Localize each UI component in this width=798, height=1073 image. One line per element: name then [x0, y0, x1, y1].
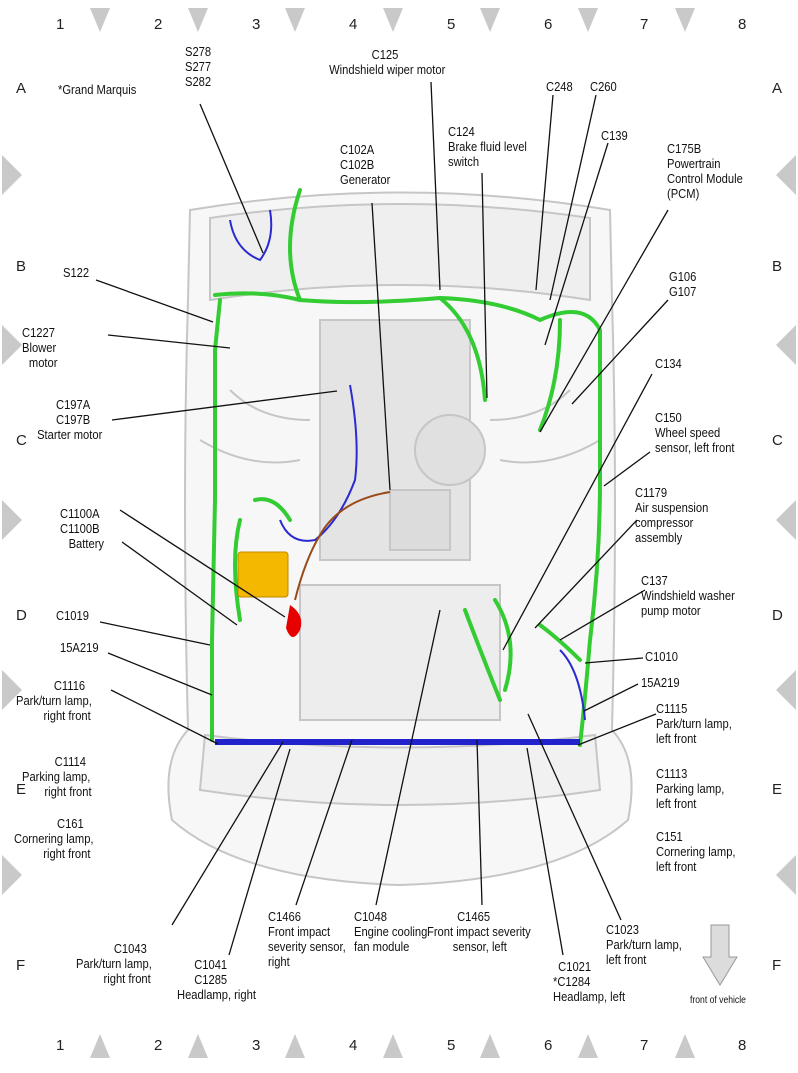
grid-col-4: 4: [349, 16, 358, 33]
grid-row-f: F: [16, 957, 26, 974]
leader-lines: [95, 81, 669, 956]
grid-row-e-right: E: [772, 781, 783, 798]
grid-row-c-right: C: [772, 432, 783, 449]
wiring-harness-blue-thin: [229, 209, 586, 721]
label-c260: C260: [590, 79, 617, 94]
label-15a219-left: 15A219: [641, 675, 680, 690]
battery-shape: [237, 551, 302, 638]
grid-col-6-bottom: 6: [544, 1037, 553, 1054]
grid-col-1-bottom: 1: [56, 1037, 65, 1054]
front-arrow-icon: [702, 924, 738, 986]
grid-row-b-right: B: [772, 258, 783, 275]
grid-row-f-right: F: [772, 957, 782, 974]
grand-marquis-note: *Grand Marquis: [58, 82, 137, 97]
grid-row-c: C: [16, 432, 27, 449]
grid-row-d-right: D: [772, 607, 783, 624]
grid-col-3-bottom: 3: [252, 1037, 261, 1054]
grid-col-8: 8: [738, 16, 747, 33]
grid-col-3: 3: [252, 16, 261, 33]
label-c134: C134: [655, 356, 682, 371]
grid-arrows-right: [776, 155, 796, 895]
grid-col-2-bottom: 2: [154, 1037, 163, 1054]
grid-col-1: 1: [56, 16, 65, 33]
grid-row-e: E: [16, 781, 27, 798]
grid-col-5: 5: [447, 16, 456, 33]
grid-col-2: 2: [154, 16, 163, 33]
grid-row-a: A: [16, 80, 27, 97]
grid-row-a-right: A: [772, 80, 783, 97]
grid-col-8-bottom: 8: [738, 1037, 747, 1054]
label-c248: C248: [546, 79, 573, 94]
label-c1010: C1010: [645, 649, 678, 664]
grid-row-b: B: [16, 258, 27, 275]
grid-col-4-bottom: 4: [349, 1037, 358, 1054]
label-c139: C139: [601, 128, 628, 143]
grid-col-6: 6: [544, 16, 553, 33]
front-of-vehicle-label: front of vehicle: [690, 995, 746, 1006]
grid-col-5-bottom: 5: [447, 1037, 456, 1054]
label-c1019: C1019: [56, 608, 89, 623]
label-s122: S122: [63, 265, 90, 280]
grid-row-d: D: [16, 607, 27, 624]
grid-col-7: 7: [640, 16, 649, 33]
grid-arrows-bottom: [90, 1034, 695, 1058]
grid-arrows-top: [90, 8, 695, 32]
grid-arrows-left: [2, 155, 22, 895]
label-15a219-right: 15A219: [60, 640, 99, 655]
starter-cable: [294, 491, 391, 601]
grid-col-7-bottom: 7: [640, 1037, 649, 1054]
wiring-harness-main: [210, 188, 602, 747]
vehicle-body: [167, 191, 633, 887]
